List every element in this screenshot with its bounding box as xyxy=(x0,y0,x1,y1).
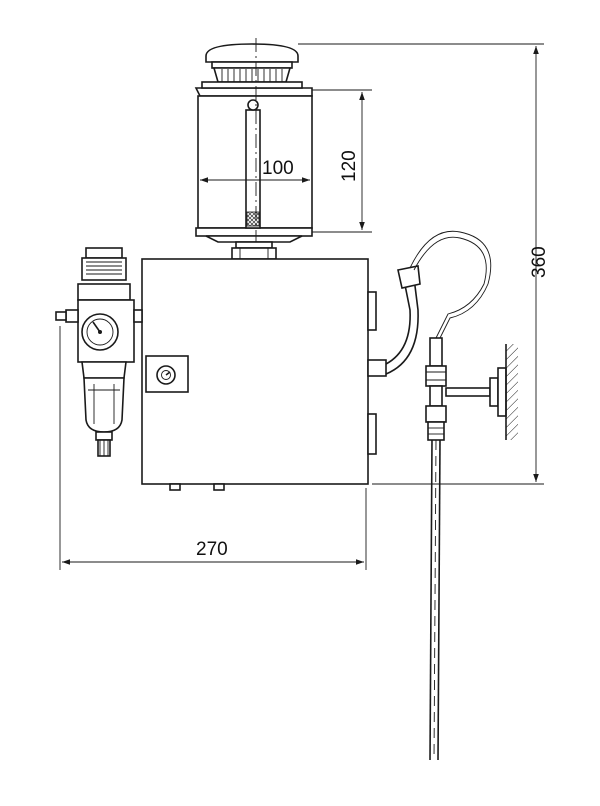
reservoir-neck xyxy=(231,241,277,260)
dimension-label-120: 120 xyxy=(339,150,360,182)
pressure-gauge-icon xyxy=(81,313,119,351)
dimension-label-270: 270 xyxy=(196,539,228,560)
dimension-label-360: 360 xyxy=(529,246,550,278)
reservoir xyxy=(194,38,313,290)
hose-assembly xyxy=(385,230,507,761)
key-switch-icon xyxy=(145,355,189,393)
dimension-total-height: 360 xyxy=(298,43,550,485)
reservoir-cap xyxy=(205,43,299,83)
dimension-reservoir-width: 100 xyxy=(200,158,310,183)
dimension-total-width: 270 xyxy=(59,326,367,570)
dimension-reservoir-height: 120 xyxy=(312,89,372,233)
filter-regulator xyxy=(55,247,143,457)
pump-housing xyxy=(141,258,387,491)
sight-glass xyxy=(245,99,261,229)
dimension-label-100: 100 xyxy=(262,158,294,179)
wall xyxy=(505,344,518,440)
